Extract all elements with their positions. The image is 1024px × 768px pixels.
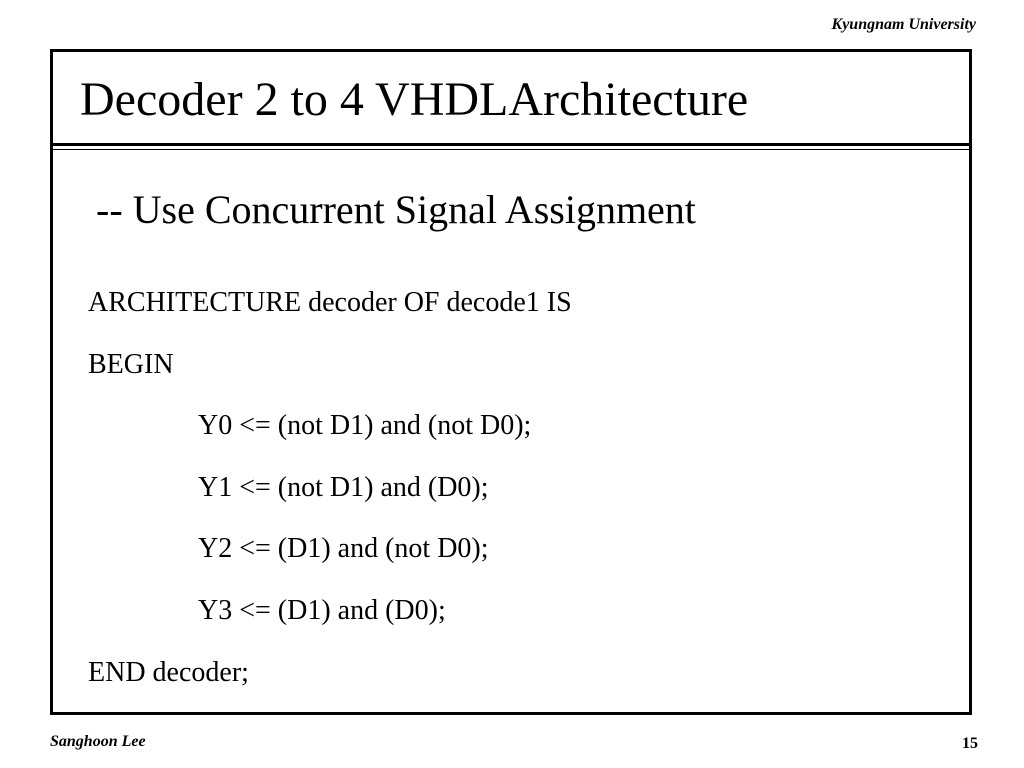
code-line: BEGIN	[88, 348, 174, 380]
code-line: Y1 <= (not D1) and (D0);	[198, 471, 489, 503]
code-line: Y3 <= (D1) and (D0);	[198, 594, 446, 626]
code-block: ARCHITECTURE decoder OF decode1 IS BEGIN…	[88, 286, 572, 717]
title-divider-thin	[53, 149, 969, 150]
organization-label: Kyungnam University	[831, 16, 976, 33]
slide-subtitle: -- Use Concurrent Signal Assignment	[96, 187, 696, 232]
code-line: END decoder;	[88, 656, 249, 688]
code-line: ARCHITECTURE decoder OF decode1 IS	[88, 287, 572, 318]
code-line: Y2 <= (D1) and (not D0);	[198, 533, 489, 565]
code-line: Y0 <= (not D1) and (not D0);	[198, 410, 532, 442]
slide-frame: Decoder 2 to 4 VHDLArchitecture -- Use C…	[50, 49, 972, 715]
author-label: Sanghoon Lee	[50, 733, 146, 750]
title-band: Decoder 2 to 4 VHDLArchitecture	[53, 52, 969, 150]
page-number: 15	[962, 735, 978, 752]
title-divider-thick	[53, 143, 969, 146]
slide-title: Decoder 2 to 4 VHDLArchitecture	[80, 73, 749, 126]
